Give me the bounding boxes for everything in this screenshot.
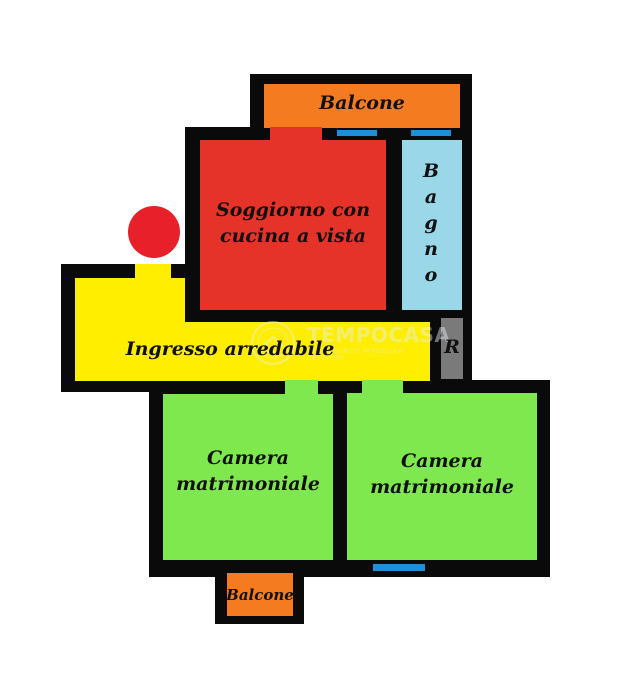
bedroom-left-room — [163, 394, 333, 560]
hallway-room-main — [185, 322, 430, 381]
hallway-entrance-gap — [135, 264, 171, 279]
bedroom-right-door-gap — [362, 380, 403, 394]
label-bathroom-b: B — [422, 160, 440, 182]
label-bedroom-left-line2: matrimoniale — [176, 473, 320, 495]
entrance-marker — [128, 206, 180, 258]
label-bedroom-left: Camera matrimoniale — [163, 445, 333, 497]
label-balcony-top: Balcone — [319, 92, 405, 114]
label-bathroom-a: a — [424, 186, 438, 208]
balcony-top-room — [264, 84, 460, 128]
window-bathroom — [411, 130, 451, 136]
label-balcony-bottom: Balcone — [226, 586, 294, 604]
label-living-line2: cucina a vista — [220, 225, 366, 247]
bedroom-left-door-gap — [285, 380, 318, 395]
living-room — [200, 140, 386, 310]
label-bathroom-g: g — [424, 212, 438, 234]
label-bedroom-right-line1: Camera — [401, 450, 483, 472]
label-bathroom-n: n — [424, 238, 438, 260]
balcony-bottom-room — [227, 573, 293, 616]
window-living — [337, 130, 377, 136]
label-bathroom-o: o — [424, 264, 438, 286]
label-bedroom-right: Camera matrimoniale — [347, 448, 537, 500]
living-room-door-gap — [270, 127, 322, 141]
label-bathroom: B a g n o — [419, 158, 443, 288]
label-living-line1: Soggiorno con — [215, 199, 371, 221]
window-bedroom-right — [373, 564, 425, 571]
label-storage: R — [444, 336, 460, 358]
windows — [337, 130, 451, 571]
label-hallway: Ingresso arredabile — [125, 338, 335, 360]
label-living-room: Soggiorno con cucina a vista — [200, 197, 386, 249]
label-bedroom-left-line1: Camera — [207, 447, 289, 469]
label-bedroom-right-line2: matrimoniale — [370, 476, 514, 498]
storage-room — [441, 318, 463, 379]
bathroom-room — [402, 140, 462, 310]
bedroom-right-room — [347, 393, 537, 560]
hallway-room — [75, 278, 185, 381]
